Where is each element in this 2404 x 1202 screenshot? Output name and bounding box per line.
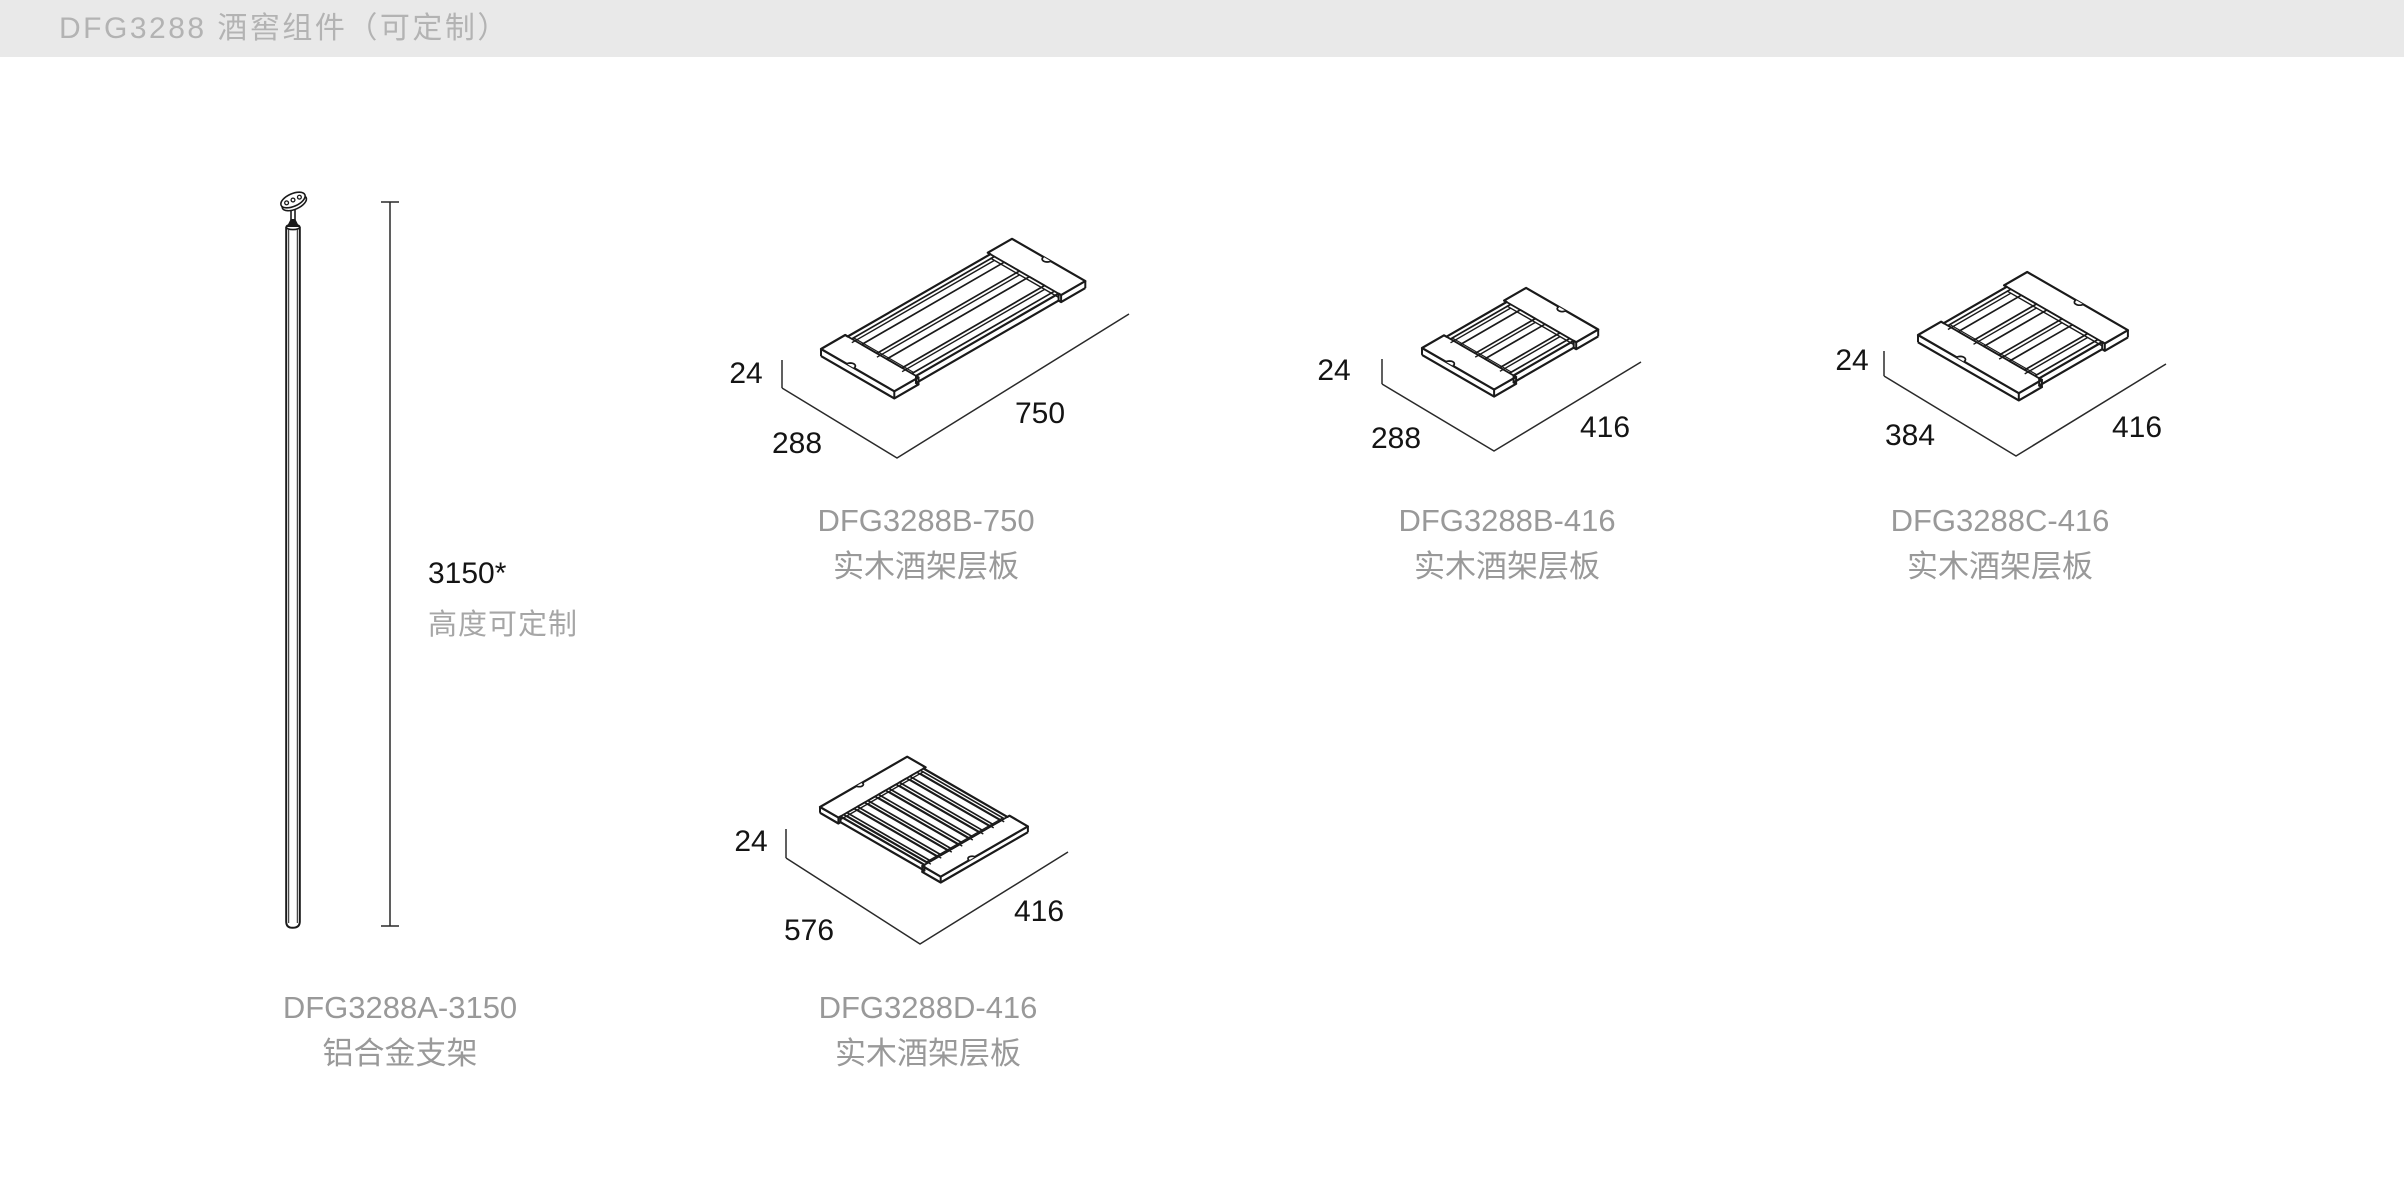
product-name: 实木酒架层板 — [1414, 549, 1600, 584]
dim-d416-width: 576 — [783, 914, 835, 947]
dim-d416-length: 416 — [1013, 895, 1065, 928]
dim-d416-thickness: 24 — [734, 825, 768, 858]
product-name: 铝合金支架 — [322, 1036, 478, 1071]
product-model: DFG3288D-416 — [818, 990, 1038, 1025]
product-model: DFG3288B-416 — [1398, 503, 1616, 538]
page-title: DFG3288 酒窖组件（可定制） — [59, 12, 510, 45]
product-label-b416: DFG3288B-416 实木酒架层板 — [1277, 498, 1737, 590]
page-header: DFG3288 酒窖组件（可定制） — [0, 0, 2404, 57]
product-label-pole: DFG3288A-3150 铝合金支架 — [170, 985, 630, 1077]
product-name: 实木酒架层板 — [1907, 549, 2093, 584]
product-model: DFG3288A-3150 — [282, 990, 518, 1025]
dim-b750-length: 750 — [1014, 397, 1066, 430]
dimension-lines — [381, 201, 2167, 945]
pole-top-plate — [280, 191, 308, 212]
dim-pole-height: 3150* — [428, 557, 507, 590]
product-label-b750: DFG3288B-750 实木酒架层板 — [696, 498, 1156, 590]
shelf-drawing-b750 — [819, 237, 1087, 400]
shelf-drawing-c416 — [1916, 270, 2129, 402]
dim-b750-width: 288 — [771, 427, 823, 460]
product-name: 实木酒架层板 — [835, 1036, 1021, 1071]
pole-drawing — [280, 191, 308, 929]
product-label-c416: DFG3288C-416 实木酒架层板 — [1770, 498, 2230, 590]
shelf-drawing-b416 — [1420, 286, 1600, 398]
product-model: DFG3288B-750 — [817, 503, 1035, 538]
dim-c416-length: 416 — [2111, 411, 2163, 444]
dim-b750-thickness: 24 — [729, 357, 763, 390]
dim-pole-note: 高度可定制 — [428, 609, 579, 641]
dim-c416-thickness: 24 — [1835, 344, 1869, 377]
dim-c416-width: 384 — [1884, 419, 1936, 452]
product-model: DFG3288C-416 — [1890, 503, 2110, 538]
shelf-drawing-d416 — [818, 755, 1029, 884]
dim-b416-thickness: 24 — [1317, 354, 1351, 387]
dim-b416-length: 416 — [1579, 411, 1631, 444]
product-label-d416: DFG3288D-416 实木酒架层板 — [698, 985, 1158, 1077]
dim-b416-width: 288 — [1370, 422, 1422, 455]
product-name: 实木酒架层板 — [833, 549, 1019, 584]
